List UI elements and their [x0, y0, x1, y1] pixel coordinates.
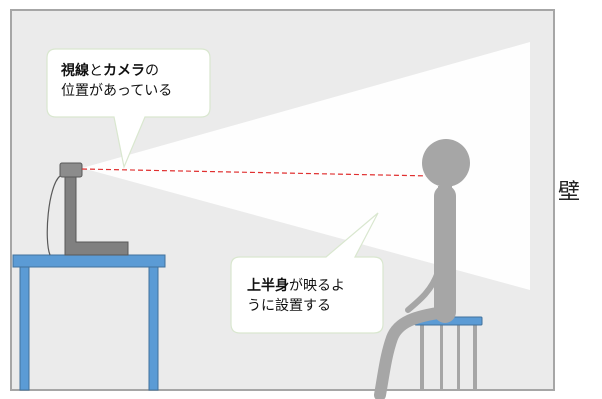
- sight-line: [81, 168, 433, 177]
- body-callout-bubble: [230, 212, 384, 334]
- body-callout-keyword-upper-body: 上半身: [247, 278, 289, 294]
- camera-callout-line2: 位置があっている: [61, 83, 173, 99]
- camera-callout-keyword-sight: 視線: [61, 63, 89, 79]
- camera-field-of-view: [82, 42, 530, 290]
- body-callout-text: 上半身が映るよ うに設置する: [247, 276, 345, 316]
- wall-label: 壁: [558, 180, 581, 205]
- camera-callout-particle-to: と: [89, 63, 103, 79]
- camera-callout-text: 視線とカメラの 位置があっている: [61, 61, 172, 101]
- camera-callout-particle-no: の: [145, 63, 159, 79]
- camera-callout-line1: 視線とカメラの: [61, 61, 172, 81]
- camera-callout-keyword-camera: カメラ: [103, 63, 145, 79]
- camera-callout-bubble: [46, 48, 211, 170]
- body-callout-line2: うに設置する: [247, 298, 331, 314]
- camera: [59, 162, 83, 178]
- body-callout-line1: 上半身が映るよ: [247, 276, 345, 296]
- person-silhouette: [374, 139, 470, 399]
- body-callout-rest-line1: が映るよ: [289, 278, 345, 294]
